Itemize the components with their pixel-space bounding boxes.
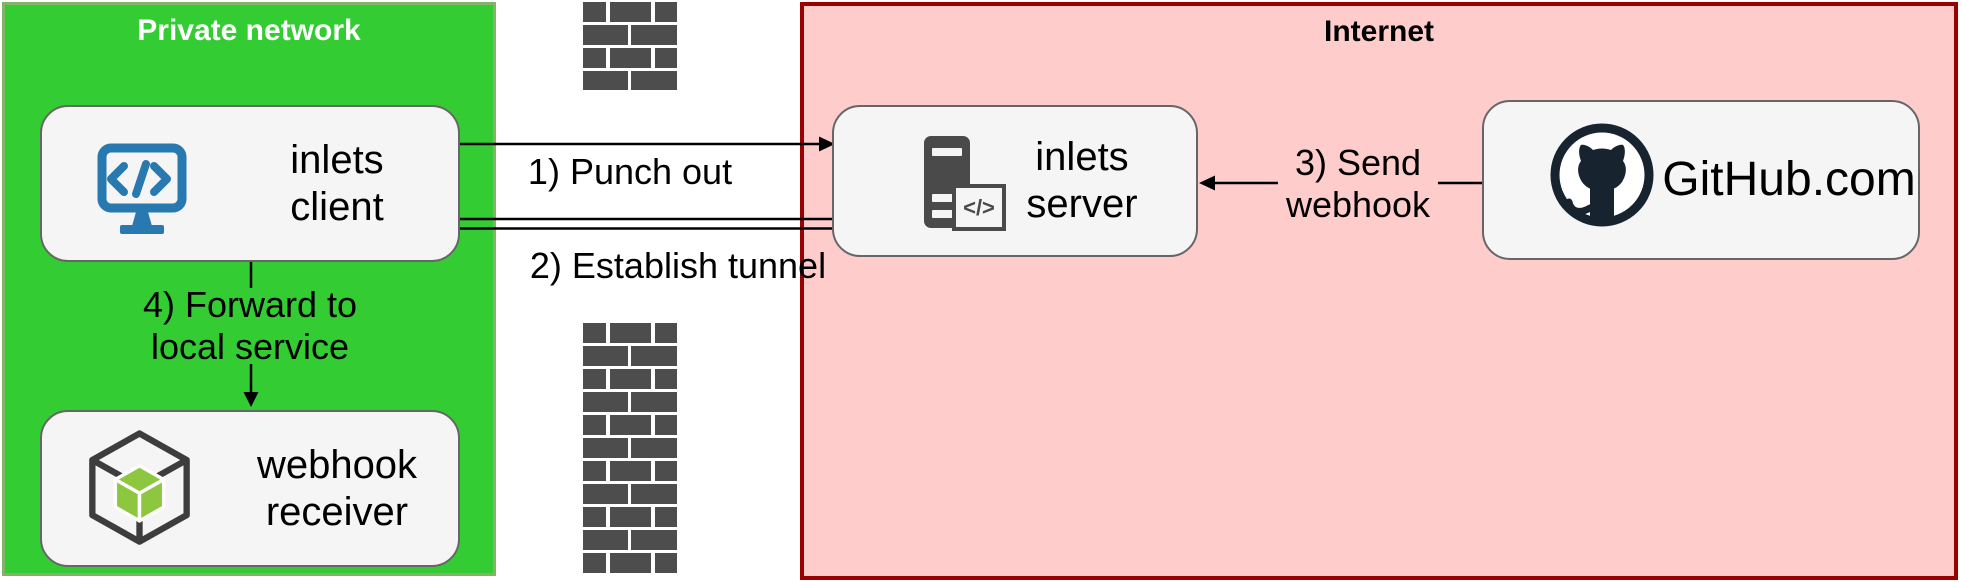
forward-label: 4) Forward to local service (142, 284, 358, 367)
firewall-brick-wall-icon (583, 2, 677, 90)
github-node: GitHub.com (1482, 100, 1920, 260)
webhook-receiver-label: webhook receiver (256, 442, 418, 534)
firewall-brick-wall-icon (583, 323, 677, 575)
send-webhook-label: 3) Send webhook (1277, 140, 1439, 228)
inlets-server-label: inlets server (1026, 135, 1138, 226)
inlets-client-label: inlets client (290, 137, 384, 229)
punch-out-label: 1) Punch out (527, 151, 733, 192)
internet-title: Internet (1323, 15, 1434, 48)
inlets-client-node: inlets client (40, 105, 460, 262)
webhook-receiver-node: webhook receiver (40, 410, 460, 567)
server-code-glyph: </> (963, 195, 995, 220)
code-monitor-icon (97, 143, 187, 234)
package-cube-icon (89, 430, 190, 545)
github-label: GitHub.com (1662, 153, 1916, 206)
server-tower-icon: </> (924, 136, 1006, 231)
inlets-server-node: </> inlets server (832, 105, 1198, 257)
github-octocat-icon (1550, 123, 1654, 227)
private-network-title: Private network (137, 14, 361, 47)
internet-zone: Internet (800, 2, 1958, 580)
establish-tunnel-label: 2) Establish tunnel (529, 245, 827, 286)
